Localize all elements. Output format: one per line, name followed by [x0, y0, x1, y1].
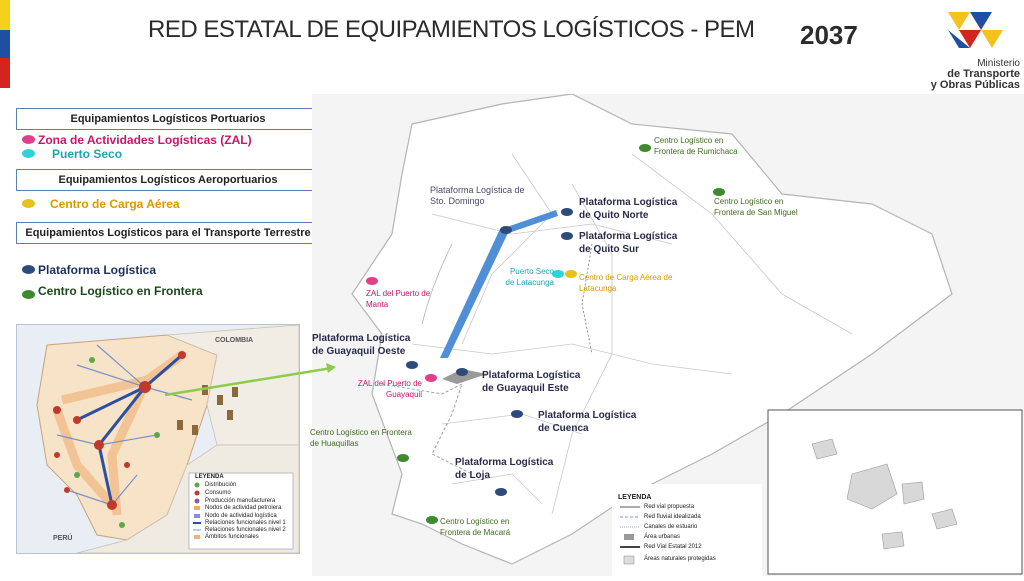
frontera-icon: [22, 290, 35, 299]
frontera-marker-macara: [426, 516, 438, 524]
ecuador-flag-stripe: [0, 0, 10, 88]
main-legend-title: LEYENDA: [618, 494, 652, 501]
ministry-logo-text: Ministerio de Transporte y Obras Pública…: [930, 58, 1020, 91]
label-zal-manta: ZAL del Puerto de Manta: [366, 289, 431, 309]
zal-marker-guayaquil: [425, 374, 437, 382]
legend-section-portuarios: Equipamientos Logísticos Portuarios: [16, 108, 320, 130]
arrowhead-icon: [326, 363, 336, 373]
legend-puerto-seco: Puerto Seco: [52, 147, 123, 161]
inset-legend-title: LEYENDA: [195, 474, 224, 480]
plataforma-marker-gye-oeste: [406, 361, 418, 369]
carga-aerea-icon: [22, 199, 35, 208]
inset-legend-item: Consumo: [205, 490, 231, 496]
slide-title: RED ESTATAL DE EQUIPAMIENTOS LOGÍSTICOS …: [148, 16, 755, 43]
plataforma-marker-sto-domingo: [500, 226, 512, 234]
corridor-guayaquil-sto-domingo: [440, 229, 508, 358]
inset-legend-item: Relaciones funcionales nivel 2: [205, 527, 286, 533]
label-gye-este: Plataforma Logística de Guayaquil Este: [482, 370, 581, 394]
inset-colombia-label: COLOMBIA: [215, 337, 254, 344]
legend-frontera: Centro Logístico en Frontera: [38, 284, 203, 298]
frontera-marker-san-miguel: [713, 188, 725, 196]
main-legend-item: Red vial propuesta: [644, 504, 695, 510]
inset-legend-item: Relaciones funcionales nivel 1: [205, 520, 286, 526]
label-latacunga-seco: Puerto Seco de Latacunga: [505, 267, 555, 287]
legend-carga-aerea: Centro de Carga Aérea: [50, 197, 180, 211]
zal-marker-manta: [366, 277, 378, 285]
inset-legend-item: Distribución: [205, 482, 237, 488]
label-gye-oeste: Plataforma Logística de Guayaquil Oeste: [312, 333, 411, 357]
main-legend-item: Red fluvial idealizada: [644, 514, 701, 520]
ecuador-logistics-map: LEYENDA Red vial propuesta Red fluvial i…: [312, 93, 1024, 576]
year-label: 2037: [800, 20, 858, 50]
plataforma-icon: [22, 265, 35, 274]
inset-legend-item: Nodos de actividad petrolera: [205, 505, 282, 511]
main-legend-item: Red Vial Estatal 2012: [644, 544, 702, 550]
inset-map-graphic: [17, 324, 300, 554]
label-sto-domingo: Plataforma Logística de Sto. Domingo: [430, 185, 525, 206]
legend-zal: Zona de Actividades Logísticas (ZAL): [38, 133, 252, 147]
label-cuenca: Plataforma Logística de Cuenca: [538, 410, 637, 434]
inset-peru-label: PERÚ: [53, 535, 73, 542]
label-zal-guayaquil: ZAL del Puerto de Guayaquil: [357, 379, 422, 399]
functional-relations-inset-map: COLOMBIA PERÚ LEYENDA Distribución Consu…: [16, 324, 300, 554]
label-quito-sur: Plataforma Logística de Quito Sur: [579, 231, 678, 255]
inset-connector-arrow: [164, 366, 333, 397]
main-legend-item: Área urbanas: [644, 534, 681, 540]
legend-section-aeroportuarios: Equipamientos Logísticos Aeroportuarios: [16, 169, 320, 191]
main-map-graphic: [312, 93, 1024, 576]
zal-icon: [22, 135, 35, 144]
plataforma-marker-cuenca: [511, 410, 523, 418]
plataforma-marker-quito-sur: [561, 232, 573, 240]
main-legend-symbols: [620, 506, 640, 565]
inset-legend-item: Ámbitos funcionales: [205, 534, 259, 540]
corridor-sto-domingo-quito: [504, 210, 558, 234]
plataforma-marker-loja: [495, 488, 507, 496]
label-quito-norte: Plataforma Logística de Quito Norte: [579, 197, 678, 221]
inset-legend-item: Nodo de actividad logística: [205, 513, 277, 519]
main-legend-item: Canales de estuario: [644, 524, 698, 530]
legend-plataforma: Plataforma Logística: [38, 263, 157, 277]
frontera-markers: [397, 144, 725, 524]
main-legend-item: Áreas naturales protegidas: [644, 556, 716, 562]
frontera-marker-huaquillas: [397, 454, 409, 462]
ministry-logo: [948, 12, 1003, 48]
plataforma-marker-quito-norte: [561, 208, 573, 216]
puerto-seco-icon: [22, 149, 35, 158]
label-loja: Plataforma Logística de Loja: [455, 457, 554, 481]
plataforma-markers: [406, 208, 573, 496]
plataforma-marker-gye-este: [456, 368, 468, 376]
label-latacunga-aerea: Centro de Carga Aérea de Latacunga: [579, 273, 673, 293]
puerto-seco-marker-latacunga: [552, 270, 564, 278]
legend-section-terrestre: Equipamientos Logísticos para el Transpo…: [16, 222, 320, 244]
inset-legend-item: Producción manufacturera: [205, 498, 276, 504]
label-rumichaca: Centro Logístico en Frontera de Rumichac…: [654, 136, 738, 156]
label-huaquillas: Centro Logístico en Frontera de Huaquill…: [310, 428, 412, 448]
label-san-miguel: Centro Logístico en Frontera de San Migu…: [714, 197, 798, 217]
carga-aerea-marker-latacunga: [565, 270, 577, 278]
label-macara: Centro Logístico en Frontera de Macará: [440, 517, 511, 537]
frontera-marker-rumichaca: [639, 144, 651, 152]
